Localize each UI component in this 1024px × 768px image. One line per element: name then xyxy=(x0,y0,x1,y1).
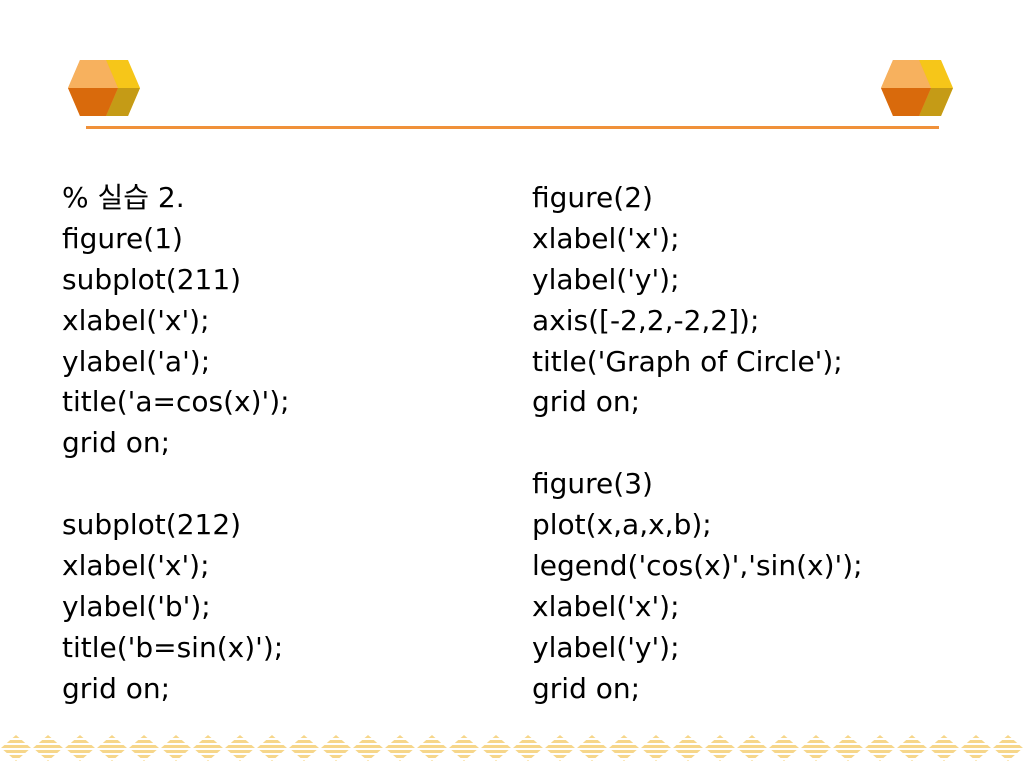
code-line: grid on; xyxy=(62,426,171,460)
code-line: figure(2) xyxy=(532,181,653,214)
code-line: axis([-2,2,-2,2]); xyxy=(532,303,760,337)
code-line: legend('cos(x)','sin(x)'); xyxy=(532,549,863,583)
code-line: ylabel('b'); xyxy=(62,589,211,623)
code-column-right: figure(2) xlabel('x'); ylabel('y'); axis… xyxy=(532,178,1002,710)
code-line: plot(x,a,x,b); xyxy=(532,508,712,542)
code-line: grid on; xyxy=(532,671,641,705)
code-line: ylabel('a'); xyxy=(62,344,211,378)
code-column-left: % 실습 2. figure(1) subplot(211) xlabel('x… xyxy=(62,178,502,710)
code-line: title('a=cos(x)'); xyxy=(62,385,290,419)
code-line: subplot(212) xyxy=(62,508,242,542)
code-line: title('Graph of Circle'); xyxy=(532,344,843,378)
code-line: figure(3) xyxy=(532,467,653,501)
header-divider xyxy=(86,126,939,129)
cube-logo-left-icon xyxy=(68,60,140,116)
code-line: grid on; xyxy=(62,671,171,705)
code-line: figure(1) xyxy=(62,221,183,255)
code-line: xlabel('x'); xyxy=(532,589,680,623)
code-line: % 실습 2. xyxy=(62,181,185,214)
code-line: subplot(211) xyxy=(62,262,242,296)
code-line xyxy=(62,464,502,505)
code-line: grid on; xyxy=(532,385,641,419)
code-line: ylabel('y'); xyxy=(532,630,680,664)
code-line: ylabel('y'); xyxy=(532,262,680,296)
code-line: xlabel('x'); xyxy=(62,303,210,337)
code-line: xlabel('x'); xyxy=(62,549,210,583)
code-line: title('b=sin(x)'); xyxy=(62,630,284,664)
code-line xyxy=(532,423,1002,464)
cube-logo-right-icon xyxy=(881,60,953,116)
footer-diamond-band xyxy=(0,734,1024,762)
code-line: xlabel('x'); xyxy=(532,221,680,255)
